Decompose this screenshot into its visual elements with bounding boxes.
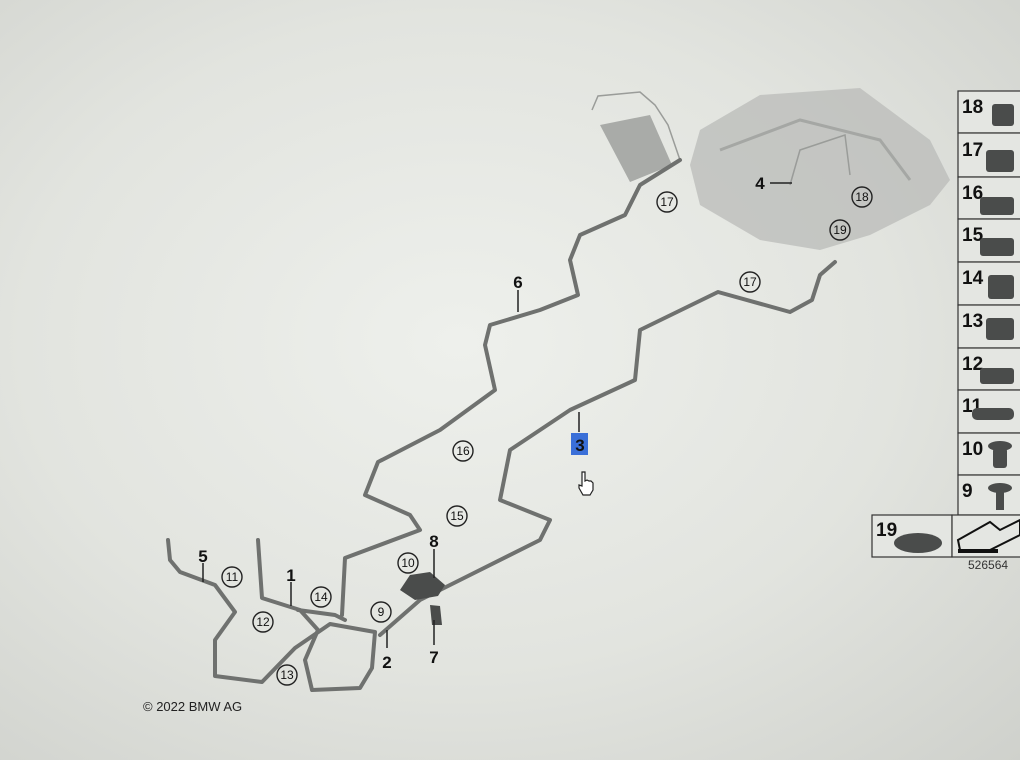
callout-9[interactable]: 9	[370, 601, 392, 623]
fuel-lines	[166, 133, 851, 692]
part-number: 12	[962, 354, 983, 375]
callout-17-lower[interactable]: 17	[739, 271, 761, 293]
callout-14[interactable]: 14	[310, 586, 332, 608]
callout-10[interactable]: 10	[397, 552, 419, 574]
callout-8[interactable]: 8	[429, 532, 438, 551]
callout-16-label: 16	[456, 444, 470, 458]
callout-15[interactable]: 15	[446, 505, 468, 527]
callout-18[interactable]: 18	[851, 186, 873, 208]
callout-19[interactable]: 19	[829, 219, 851, 241]
part-cell-15[interactable]: 15	[957, 218, 1020, 263]
arrow-icon	[958, 549, 998, 553]
part-number: 10	[962, 439, 983, 460]
part-cell-10[interactable]: 10	[957, 432, 1020, 476]
callout-17-upper[interactable]: 17	[656, 191, 678, 213]
part-number: 13	[962, 311, 983, 332]
parts-panel: 18 17 16 15 14 13 12 11 10 9 19 526564	[871, 90, 1020, 572]
callout-3[interactable]: 3	[575, 436, 584, 455]
part-cell-14[interactable]: 14	[957, 261, 1020, 306]
callout-3-selection	[571, 433, 588, 455]
hand-pointer-cursor-icon	[578, 471, 594, 496]
callout-18-label: 18	[855, 190, 869, 204]
part-cell-11[interactable]: 11	[957, 389, 1020, 434]
part-number: 15	[962, 225, 984, 246]
callout-6[interactable]: 6	[513, 273, 522, 292]
callout-13[interactable]: 13	[276, 664, 298, 686]
part-cell-16[interactable]: 16	[957, 176, 1020, 220]
part-cell-13[interactable]: 13	[957, 304, 1020, 349]
callout-17-label: 17	[743, 275, 757, 289]
part-cell-9[interactable]: 9	[957, 474, 1020, 516]
callout-4[interactable]: 4	[755, 174, 765, 193]
reference-number: 526564	[968, 558, 1008, 572]
part-cell-19[interactable]: 19	[871, 514, 953, 558]
part-number: 17	[962, 140, 983, 161]
part-cell-12[interactable]: 12	[957, 347, 1020, 391]
part-number: 16	[962, 183, 983, 204]
callout-2[interactable]: 2	[382, 653, 391, 672]
callout-11[interactable]: 11	[221, 566, 243, 588]
fuel-tank	[690, 88, 950, 250]
part-cell-18[interactable]: 18	[957, 90, 1020, 134]
callout-1[interactable]: 1	[286, 566, 295, 585]
part-cell-17[interactable]: 17	[957, 132, 1020, 178]
callout-12[interactable]: 12	[252, 611, 274, 633]
callout-13-label: 13	[280, 668, 294, 682]
part-number: 19	[876, 520, 897, 541]
callout-16[interactable]: 16	[452, 440, 474, 462]
callout-7[interactable]: 7	[429, 648, 438, 667]
part-number: 14	[962, 268, 984, 289]
callout-12-label: 12	[256, 615, 270, 629]
callout-17-label: 17	[660, 195, 674, 209]
callout-14-label: 14	[314, 590, 328, 604]
part-number: 18	[962, 97, 983, 118]
direction-arrow-cell	[951, 514, 1020, 558]
callout-5[interactable]: 5	[198, 547, 207, 566]
callout-11-label: 11	[226, 570, 239, 584]
callout-10-label: 10	[401, 556, 415, 570]
callout-15-label: 15	[450, 509, 464, 523]
part-number: 9	[962, 481, 973, 502]
callout-19-label: 19	[833, 223, 847, 237]
callout-9-label: 9	[378, 605, 385, 619]
leader-lines	[202, 182, 792, 648]
canister	[591, 91, 681, 182]
copyright-text: © 2022 BMW AG	[143, 699, 242, 714]
